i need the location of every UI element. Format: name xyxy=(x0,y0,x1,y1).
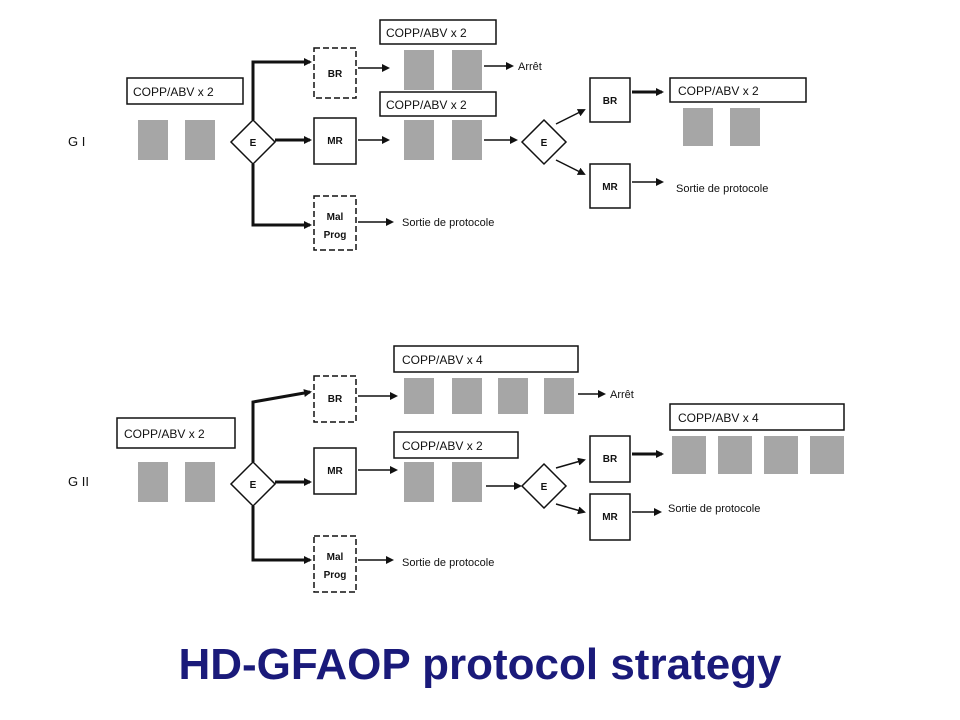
g2-arrow-br xyxy=(251,389,312,462)
g1-cycle-block xyxy=(185,120,215,160)
g2-cycle-block xyxy=(544,378,574,414)
g2-cycle-block xyxy=(718,436,752,474)
g1-eval-label: E xyxy=(250,138,257,149)
g2-mr-label: MR xyxy=(327,466,343,477)
g1-cycle-block xyxy=(730,108,760,146)
g1-mal-label-1: Mal xyxy=(327,212,344,223)
g2-mr2-label: MR xyxy=(602,512,618,523)
g2-cycle-block xyxy=(138,462,168,502)
g2-br-outcome: Arrêt xyxy=(610,389,634,401)
g1-cycle-block xyxy=(138,120,168,160)
g1-arrow-br2 xyxy=(555,109,586,125)
g1-eval2-label: E xyxy=(541,138,548,149)
g1-br-outcome: Arrêt xyxy=(518,61,542,73)
group-1-label: G I xyxy=(68,134,85,149)
g1-eval2-diamond xyxy=(520,118,568,166)
g1-br2-label: BR xyxy=(603,96,618,107)
g2-mr-course-box xyxy=(393,431,519,459)
g2-br2-course-label: COPP/ABV x 4 xyxy=(678,411,759,425)
g2-br-node xyxy=(313,375,357,423)
g1-mal-node xyxy=(313,195,357,251)
g2-mr-course-label: COPP/ABV x 2 xyxy=(402,439,483,453)
g2-mal-label-1: Mal xyxy=(327,552,344,563)
g2-arrow-mr2 xyxy=(555,503,586,515)
slide-title: HD-GFAOP protocol strategy xyxy=(178,640,782,689)
g1-arrow-br xyxy=(251,58,312,120)
g2-cycle-block xyxy=(404,462,434,502)
g1-mal-outcome: Sortie de protocole xyxy=(402,217,494,229)
g2-cycle-block xyxy=(810,436,844,474)
g2-mal-node xyxy=(313,535,357,593)
g2-cycle-block xyxy=(452,378,482,414)
g2-mr2-outcome: Sortie de protocole xyxy=(668,503,760,515)
g2-cycle-block xyxy=(498,378,528,414)
g2-br2-node xyxy=(589,435,631,483)
g1-cycle-block xyxy=(683,108,713,146)
g1-br-course-label: COPP/ABV x 2 xyxy=(386,26,467,40)
g2-mal-outcome: Sortie de protocole xyxy=(402,557,494,569)
g2-eval2-diamond xyxy=(520,462,568,510)
g1-induction-label: COPP/ABV x 2 xyxy=(133,85,214,99)
g2-cycle-block xyxy=(185,462,215,502)
g2-induction-box xyxy=(116,417,236,449)
g1-arrow-mal xyxy=(251,164,312,229)
g1-mal-label-2: Prog xyxy=(324,230,347,241)
g2-br2-course-box xyxy=(669,403,845,431)
group-2: G II COPP/ABV x 2 E BR MR Mal Prog COPP/… xyxy=(68,345,845,593)
g2-mal-label-2: Prog xyxy=(324,570,347,581)
g1-mr2-outcome: Sortie de protocole xyxy=(676,183,768,195)
g1-mr-node xyxy=(313,117,357,165)
g2-mr-node xyxy=(313,447,357,495)
g1-br2-course-box xyxy=(669,77,807,103)
g2-cycle-block xyxy=(764,436,798,474)
g2-cycle-block xyxy=(672,436,706,474)
g1-cycle-block xyxy=(404,120,434,160)
g2-br-course-label: COPP/ABV x 4 xyxy=(402,353,483,367)
g2-eval2-label: E xyxy=(541,482,548,493)
g1-br-node xyxy=(313,47,357,99)
g2-br-label: BR xyxy=(328,394,343,405)
g1-cycle-block xyxy=(452,50,482,90)
g2-mr2-node xyxy=(589,493,631,541)
g1-br-label: BR xyxy=(328,69,343,80)
g1-br-course-box xyxy=(379,19,497,45)
g1-mr2-label: MR xyxy=(602,182,618,193)
g1-br2-node xyxy=(589,77,631,123)
g1-cycle-block xyxy=(452,120,482,160)
g1-mr2-node xyxy=(589,163,631,209)
g1-induction-box xyxy=(126,77,244,105)
g1-arrow-mr2 xyxy=(555,159,586,175)
g1-cycle-block xyxy=(404,50,434,90)
g2-arrow-mal xyxy=(251,506,312,564)
g2-arrow-br2 xyxy=(555,457,586,469)
g2-eval-label: E xyxy=(250,480,257,491)
g1-mr-course-box xyxy=(379,91,497,117)
g1-br2-course-label: COPP/ABV x 2 xyxy=(678,84,759,98)
g2-br-course-box xyxy=(393,345,579,373)
g1-mr-label: MR xyxy=(327,136,343,147)
group-1: G I COPP/ABV x 2 E BR MR Mal Prog COPP/A… xyxy=(68,19,807,251)
g2-cycle-block xyxy=(404,378,434,414)
g2-induction-label: COPP/ABV x 2 xyxy=(124,427,205,441)
g2-cycle-block xyxy=(452,462,482,502)
g1-mr-course-label: COPP/ABV x 2 xyxy=(386,98,467,112)
group-2-label: G II xyxy=(68,474,89,489)
g2-br2-label: BR xyxy=(603,454,618,465)
